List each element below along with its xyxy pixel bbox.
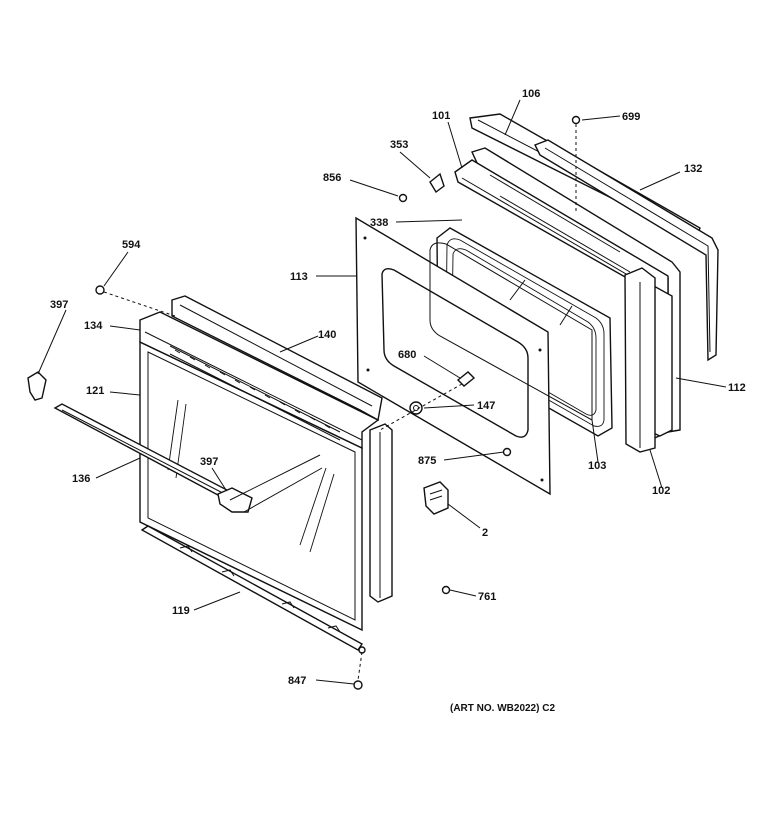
- label-594: 594: [122, 239, 141, 251]
- label-338: 338: [370, 217, 388, 229]
- vent-slots: [169, 345, 341, 441]
- label-2: 2: [482, 527, 488, 539]
- handle-endcap-397-center: [217, 487, 253, 513]
- screw-847: [353, 646, 366, 690]
- label-102: 102: [652, 485, 670, 497]
- window-frame-113: [355, 216, 551, 496]
- label-680: 680: [398, 349, 416, 361]
- clip-353: [429, 172, 445, 194]
- label-856: 856: [323, 172, 341, 184]
- label-847: 847: [288, 675, 306, 687]
- label-140: 140: [318, 329, 336, 341]
- art-number: (ART NO. WB2022) C2: [450, 703, 555, 714]
- leader-lines: [37, 99, 727, 685]
- screw-875: [502, 447, 512, 457]
- door-side-frame: [369, 423, 393, 603]
- label-353: 353: [390, 139, 408, 151]
- label-103: 103: [588, 460, 606, 472]
- handle-endcap-397-left: [27, 371, 47, 401]
- label-112: 112: [728, 382, 746, 394]
- screw-856: [398, 193, 408, 203]
- label-136: 136: [72, 473, 90, 485]
- label-397-center: 397: [200, 456, 218, 468]
- guide-lines: [103, 124, 577, 681]
- side-channel-102: [624, 267, 656, 453]
- label-699: 699: [622, 111, 640, 123]
- door-seal-132: [534, 139, 719, 362]
- label-761: 761: [478, 591, 496, 603]
- label-397-left: 397: [50, 299, 68, 311]
- label-121: 121: [86, 385, 104, 397]
- label-875: 875: [418, 455, 436, 467]
- bracket-2: [423, 481, 449, 515]
- label-101: 101: [432, 110, 450, 122]
- door-vent-trim-134: [139, 311, 380, 450]
- part-labels: 106 699 101 353 132 856 338 594 113 397 …: [50, 88, 746, 714]
- label-113: 113: [290, 271, 308, 283]
- screw-594: [95, 285, 105, 295]
- label-147: 147: [477, 400, 495, 412]
- label-134: 134: [84, 320, 103, 332]
- door-top-trim-140: [171, 295, 383, 422]
- label-132: 132: [684, 163, 702, 175]
- label-106: 106: [522, 88, 540, 100]
- screw-699: [571, 115, 581, 125]
- screw-761: [441, 585, 451, 595]
- door-bottom-trim-119: [140, 525, 364, 651]
- label-119: 119: [172, 605, 190, 617]
